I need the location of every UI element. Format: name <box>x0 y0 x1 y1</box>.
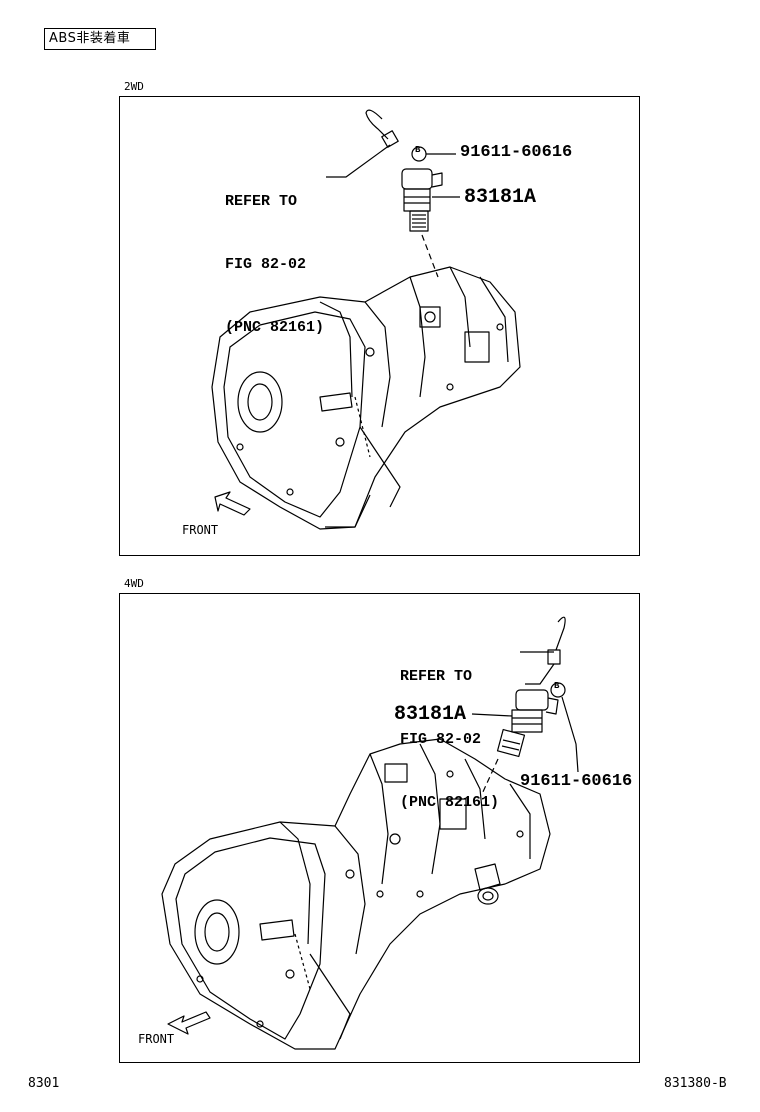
front-arrow-2wd <box>214 491 251 516</box>
refer-line-3: (PNC 82161) <box>400 794 500 811</box>
speed-sensor-2wd <box>401 168 443 232</box>
front-arrow-4wd <box>167 1011 211 1035</box>
cable-4wd <box>555 616 566 651</box>
transmission-case-4wd <box>161 738 551 1050</box>
panel-label-2wd: 2WD <box>124 80 144 93</box>
panel-label-4wd: 4WD <box>124 577 144 590</box>
cable-connector-2wd <box>381 130 399 148</box>
refer-text-4wd: REFER TO FIG 82-02 (PNC 82161) <box>400 624 499 855</box>
front-label-4wd: FRONT <box>138 1032 175 1046</box>
sensor-part-2wd[interactable]: 83181A <box>464 186 537 209</box>
abs-badge: ABS非装着車 <box>44 28 156 50</box>
assembly-line-4wd <box>481 758 499 795</box>
front-label-2wd: FRONT <box>182 523 219 537</box>
refer-line-2: FIG 82-02 <box>400 731 482 748</box>
footer-illustration-code: 831380-B <box>664 1076 727 1091</box>
speed-sensor-4wd <box>496 689 559 758</box>
bolt-leader-4wd <box>561 696 579 773</box>
cable-2wd <box>365 109 389 140</box>
refer-line-1: REFER TO <box>400 668 473 685</box>
bolt-marker-2wd: B <box>415 145 421 155</box>
sensor-leader-4wd <box>471 713 513 717</box>
bolt-part-2wd[interactable]: 91611-60616 <box>460 143 573 162</box>
refer-text-2wd: REFER TO FIG 82-02 (PNC 82161) <box>225 149 324 380</box>
bolt-marker-circle-4wd <box>550 682 566 698</box>
transmission-2wd-drawing <box>211 109 521 530</box>
panel-2wd: REFER TO FIG 82-02 (PNC 82161) B 91611-6… <box>119 96 640 556</box>
assembly-line-2wd <box>421 234 439 278</box>
refer-line-2: FIG 82-02 <box>225 256 307 273</box>
refer-line-3: (PNC 82161) <box>225 319 325 336</box>
refer-leader-2wd <box>326 144 391 178</box>
bolt-part-4wd[interactable]: 91611-60616 <box>520 772 633 791</box>
panel-4wd: REFER TO FIG 82-02 (PNC 82161) B 91611-6… <box>119 593 640 1063</box>
transmission-case-2wd <box>211 266 521 530</box>
sensor-part-4wd[interactable]: 83181A <box>394 703 467 726</box>
footer-figure-number: 8301 <box>28 1076 60 1091</box>
refer-line-1: REFER TO <box>225 193 298 210</box>
transmission-4wd-drawing <box>161 616 579 1050</box>
refer-leader-4wd <box>525 663 555 685</box>
bolt-marker-4wd: B <box>554 681 560 691</box>
